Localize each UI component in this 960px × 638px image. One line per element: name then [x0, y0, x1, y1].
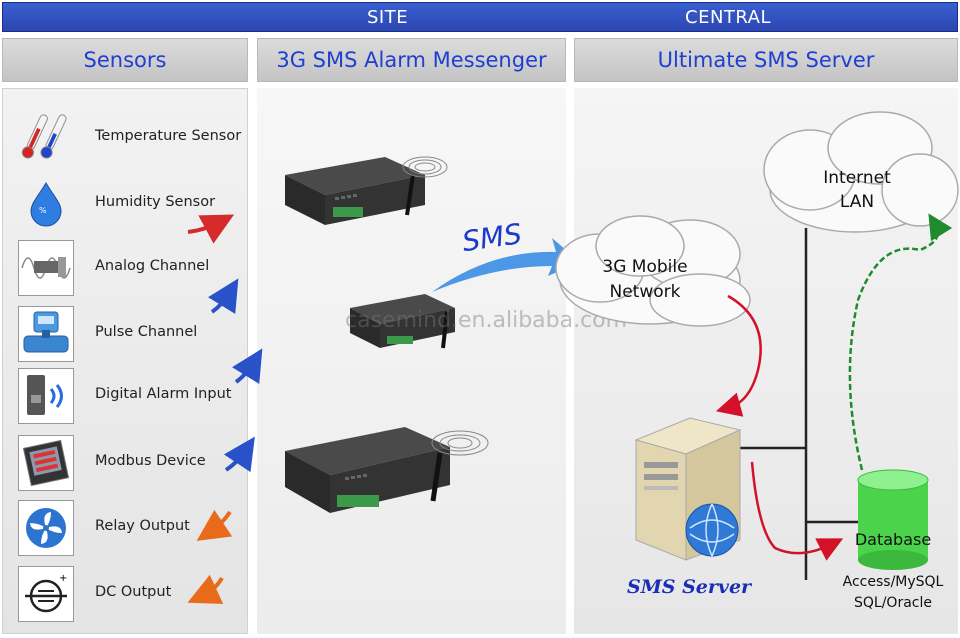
- sensor-label: Pulse Channel: [95, 324, 198, 340]
- central-label: CENTRAL: [685, 7, 772, 28]
- analog-probe-icon: [18, 240, 74, 296]
- sms-server-icon: [634, 417, 742, 561]
- link-database-to-internet: [848, 213, 953, 471]
- link-server-to-database: [750, 461, 844, 561]
- sensor-label: Temperature Sensor: [95, 128, 242, 144]
- svg-text:+: +: [59, 573, 67, 584]
- site-label: SITE: [367, 7, 409, 28]
- sensor-label: Analog Channel: [95, 258, 210, 274]
- watermark: casemind.en.alibaba.com: [345, 308, 628, 333]
- alarm-messenger-device-bottom: [285, 427, 489, 513]
- panel-meter-icon: [18, 435, 74, 491]
- top-banner: SITE CENTRAL: [2, 2, 958, 32]
- sensor-item-pulse: Pulse Channel: [8, 306, 248, 364]
- sms-server-label: SMS Server: [627, 576, 753, 598]
- sensor-label: Digital Alarm Input: [95, 386, 232, 402]
- sensor-label: Humidity Sensor: [95, 194, 216, 210]
- database-icon: [857, 469, 929, 570]
- server-header-text: Ultimate SMS Server: [657, 48, 875, 72]
- arrow-dc: [187, 574, 224, 604]
- water-drop-icon: %: [18, 176, 74, 232]
- sensors-header-text: Sensors: [83, 48, 167, 72]
- sensor-label: Modbus Device: [95, 453, 206, 469]
- arrow-analog: [207, 278, 239, 315]
- flow-meter-icon: [18, 306, 74, 362]
- sensor-item-temperature: Temperature Sensor: [8, 110, 248, 168]
- sensor-label: Relay Output: [95, 518, 190, 534]
- dc-output-icon: +: [18, 566, 74, 622]
- mobile-cloud-line2: Network: [610, 282, 681, 302]
- server-header: Ultimate SMS Server: [574, 38, 958, 82]
- database-sub-line2: SQL/Oracle: [854, 595, 932, 611]
- arrow-pulse: [231, 348, 263, 385]
- database-label: Database: [855, 530, 931, 549]
- sensor-item-dc: + DC Output: [8, 566, 248, 624]
- sensor-item-analog: Analog Channel: [8, 240, 248, 298]
- sms-arrow: [432, 238, 580, 292]
- database-sub-line1: Access/MySQL: [843, 574, 944, 590]
- fan-icon: [18, 500, 74, 556]
- internet-cloud: [763, 111, 959, 233]
- internet-cloud-line2: LAN: [840, 192, 874, 212]
- sensor-item-humidity: % Humidity Sensor: [8, 176, 248, 234]
- mobile-network-cloud: [555, 215, 751, 327]
- arrow-modbus: [223, 436, 255, 473]
- messenger-header-text: 3G SMS Alarm Messenger: [276, 48, 547, 72]
- svg-text:%: %: [39, 206, 47, 215]
- sensors-header: Sensors: [2, 38, 248, 82]
- messenger-header: 3G SMS Alarm Messenger: [257, 38, 566, 82]
- sensor-label: DC Output: [95, 584, 172, 600]
- arrow-relay: [196, 509, 233, 541]
- arrow-humidity: [187, 214, 235, 244]
- door-sensor-icon: [18, 368, 74, 424]
- sms-label: SMS: [460, 217, 524, 258]
- sensor-item-digital: Digital Alarm Input: [8, 368, 248, 426]
- alarm-messenger-device-top: [285, 156, 448, 225]
- alarm-messenger-device-middle: [350, 294, 455, 349]
- link-mobile-to-server: [715, 294, 762, 417]
- sensor-item-relay: Relay Output: [8, 500, 248, 558]
- thermometer-icon: [18, 110, 74, 166]
- internet-cloud-line1: Internet: [823, 168, 891, 188]
- mobile-cloud-line1: 3G Mobile: [602, 257, 687, 277]
- sensor-item-modbus: Modbus Device: [8, 435, 248, 493]
